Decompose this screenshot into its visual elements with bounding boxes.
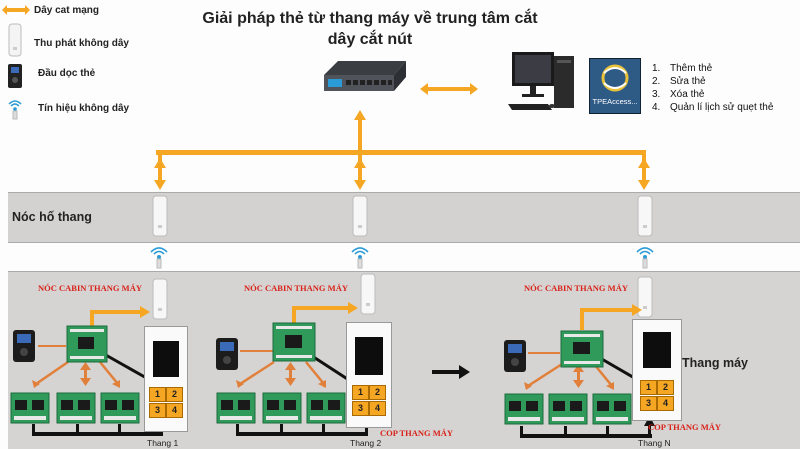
elevator-label-n: Thang N xyxy=(638,438,671,448)
keypad-button[interactable]: 4 xyxy=(657,396,674,411)
wireless-ap-icon xyxy=(8,23,22,57)
network-switch-icon xyxy=(324,61,406,91)
feature-item-number: 4. xyxy=(652,102,661,113)
controller-board-icon xyxy=(560,330,604,368)
legend-label-wireless-signal: Tín hiệu không dây xyxy=(38,103,130,114)
legend-label-card-reader: Đầu dọc thẻ xyxy=(38,68,96,79)
feature-item-number: 2. xyxy=(652,76,661,87)
keypad-button[interactable]: 3 xyxy=(352,401,369,416)
car-operating-panel-1: 1 2 3 4 xyxy=(144,326,188,432)
shaft-access-point-2 xyxy=(352,195,368,237)
cabin-top-label-1: NÓC CABIN THANG MÁY xyxy=(38,283,142,293)
cabin-access-point-2 xyxy=(360,273,376,315)
software-app-label: TPEAccess... xyxy=(592,97,638,106)
elevator-label-1: Thang 1 xyxy=(147,438,179,448)
wifi-signal-icon xyxy=(636,247,654,269)
computer-icon xyxy=(508,52,574,110)
car-operating-panel-2: 1 2 3 4 xyxy=(346,322,392,428)
card-reader-icon xyxy=(216,338,238,370)
keypad-button[interactable]: 2 xyxy=(166,387,183,402)
keypad-button[interactable]: 3 xyxy=(149,403,166,418)
cabin-access-point-n xyxy=(637,276,653,318)
controller-board-icon xyxy=(272,322,316,362)
shaft-top-band xyxy=(8,192,800,243)
elevator-label-2: Thang 2 xyxy=(350,438,382,448)
card-reader-icon xyxy=(504,340,526,372)
keypad-button[interactable]: 1 xyxy=(352,385,369,400)
keypad-button[interactable]: 4 xyxy=(166,403,183,418)
wifi-signal-icon xyxy=(150,247,168,269)
card-reader-icon xyxy=(13,330,35,362)
cop-display-screen xyxy=(643,332,671,368)
keypad-button[interactable]: 2 xyxy=(369,385,386,400)
feature-item-text: Sửa thẻ xyxy=(670,76,706,87)
software-app-icon[interactable]: TPEAccess... xyxy=(589,58,641,114)
legend-label-wireless-ap: Thu phát không dây xyxy=(34,38,129,49)
switch-to-pc-arrow xyxy=(420,83,478,95)
continuation-arrow xyxy=(432,365,470,379)
legend-label-network-cable: Dây cat mạng xyxy=(34,5,100,16)
keypad-button[interactable]: 1 xyxy=(640,380,657,395)
shaft-access-point-1 xyxy=(152,195,168,237)
cop-display-screen xyxy=(355,337,383,375)
cop-display-screen xyxy=(153,341,179,377)
car-operating-panel-n: 1 2 3 4 xyxy=(632,319,682,421)
card-reader-icon xyxy=(8,64,22,88)
feature-item-number: 3. xyxy=(652,89,661,100)
keypad-button[interactable]: 1 xyxy=(149,387,166,402)
relay-board-icon xyxy=(100,392,140,424)
diagram-title-line-2: dây cắt nút xyxy=(327,31,413,48)
wifi-signal-icon xyxy=(8,100,22,120)
relay-board-icon xyxy=(504,393,544,425)
shaft-top-label: Nóc hố thang xyxy=(12,210,92,224)
controller-board-icon xyxy=(66,325,108,363)
cabin-label: Thang máy xyxy=(682,356,748,370)
relay-board-icon xyxy=(548,393,588,425)
cabin-access-point-1 xyxy=(152,278,168,320)
cabin-top-label-n: NÓC CABIN THANG MÁY xyxy=(524,283,628,293)
relay-board-icon xyxy=(216,392,256,424)
relay-board-icon xyxy=(262,392,302,424)
keypad-button[interactable]: 2 xyxy=(657,380,674,395)
feature-item-text: Xóa thẻ xyxy=(670,89,705,100)
feature-item-text: Thêm thẻ xyxy=(670,63,713,74)
car-panel-label-n: COP THANG MÁY xyxy=(648,422,722,432)
keypad-button[interactable]: 4 xyxy=(369,401,386,416)
cabin-top-label-2: NÓC CABIN THANG MÁY xyxy=(244,283,348,293)
globe-logo-icon xyxy=(601,64,629,92)
diagram-title-line-1: Giải pháp thẻ từ thang máy về trung tâm … xyxy=(202,10,538,27)
keypad-button[interactable]: 3 xyxy=(640,396,657,411)
shaft-access-point-n xyxy=(637,195,653,237)
car-panel-label-2: COP THANG MÁY xyxy=(380,428,454,438)
feature-item-text: Quản lí lịch sử quẹt thẻ xyxy=(670,102,774,113)
relay-board-icon xyxy=(56,392,96,424)
wifi-signal-icon xyxy=(351,247,369,269)
feature-item-number: 1. xyxy=(652,63,661,74)
network-backbone xyxy=(154,110,650,190)
elevator-n-wiring xyxy=(520,304,655,438)
relay-board-icon xyxy=(306,392,346,424)
orange-arrow-icon xyxy=(2,5,30,15)
relay-board-icon xyxy=(592,393,632,425)
relay-board-icon xyxy=(10,392,50,424)
